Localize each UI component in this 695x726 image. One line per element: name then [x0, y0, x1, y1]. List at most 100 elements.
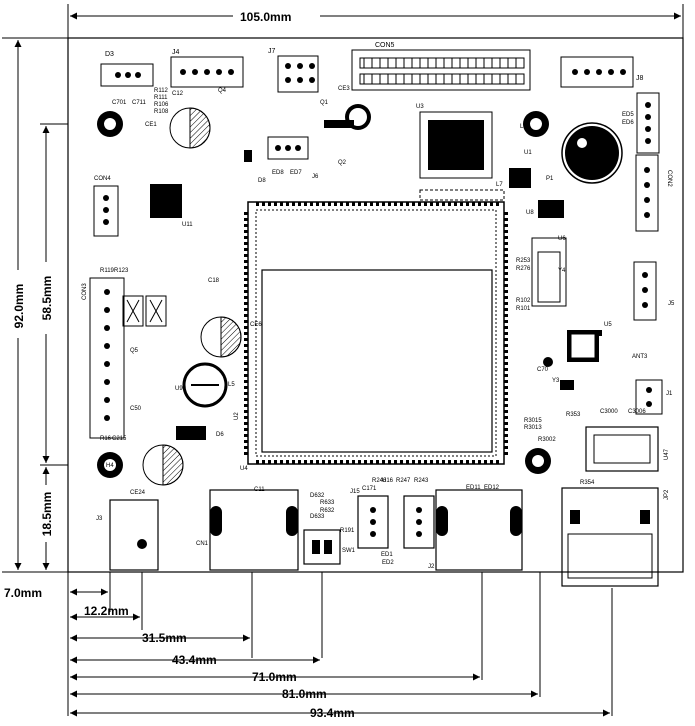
label-l7: L7 [496, 182, 503, 188]
label-r354: R354 [580, 480, 595, 486]
label-ce6: CE6 [250, 322, 262, 328]
label-d633: D633 [310, 514, 325, 520]
label-r3015: R3015 [524, 418, 542, 424]
label-j1: J1 [666, 391, 673, 397]
label-c50: C50 [130, 406, 142, 412]
label-c701: C701 [112, 100, 127, 106]
label-ed6: ED6 [622, 120, 634, 126]
soc-pins [244, 202, 508, 464]
label-h4: H4 [106, 463, 114, 469]
label-j6: J6 [312, 174, 319, 180]
label-r632: R632 [320, 508, 335, 514]
label-jp2: JP2 [664, 489, 670, 500]
label-r123: R123 [114, 268, 129, 274]
label-r353: R353 [566, 412, 581, 418]
label-u4: U4 [240, 466, 248, 472]
label-ce24: CE24 [130, 490, 146, 496]
dim-bottom-4: 71.0mm [252, 670, 297, 684]
label-ed1: ED1 [381, 552, 393, 558]
label-r191: R191 [340, 528, 355, 534]
label-r16: R16 [100, 436, 112, 442]
dimension-labels: 105.0mm 92.0mm 58.5mm 18.5mm 7.0mm 12.2m… [4, 8, 355, 720]
label-l5: L5 [228, 382, 235, 388]
label-r3013: R3013 [524, 425, 542, 431]
label-ce1: CE1 [145, 122, 157, 128]
label-j15: J15 [350, 489, 360, 495]
label-u5: U5 [604, 322, 612, 328]
u3-qfp [419, 111, 493, 179]
label-con4: CON4 [94, 176, 111, 182]
label-q1: Q1 [320, 100, 329, 106]
label-c11: C11 [254, 487, 265, 493]
label-q5: Q5 [130, 348, 139, 354]
label-u11: U11 [182, 222, 193, 228]
label-ant3: ANT3 [632, 354, 648, 360]
dim-upper-hole-offset: 58.5mm [40, 276, 54, 321]
label-p1: P1 [546, 176, 554, 182]
label-u1: U1 [524, 150, 532, 156]
label-q4: Q4 [218, 88, 227, 94]
label-d6: D6 [216, 432, 224, 438]
label-con5: CON5 [375, 42, 395, 49]
label-r111: R111 [154, 95, 168, 101]
label-u6: U6 [558, 236, 566, 242]
label-r633: R633 [320, 500, 335, 506]
label-j3: J3 [96, 516, 103, 522]
label-c12: C12 [172, 91, 184, 97]
label-d632: D632 [310, 493, 325, 499]
label-ed5: ED5 [622, 112, 634, 118]
label-c70: C70 [537, 367, 549, 373]
dim-bottom-5: 81.0mm [282, 687, 327, 701]
dim-lower-hole-offset: 18.5mm [40, 492, 54, 537]
label-u2: U2 [234, 412, 240, 420]
label-q2: Q2 [338, 160, 347, 166]
label-con3: CON3 [82, 283, 88, 300]
label-sw1: SW1 [342, 548, 356, 554]
u47-module [585, 426, 659, 472]
label-u3: U3 [416, 104, 424, 110]
label-u9: U9 [175, 386, 183, 392]
label-c3000: C3000 [600, 409, 618, 415]
label-ed12: ED12 [484, 485, 500, 491]
label-d8: D8 [258, 178, 266, 184]
label-j7: J7 [268, 48, 276, 55]
dim-bottom-1: 12.2mm [84, 604, 129, 618]
label-u16: U16 [382, 478, 394, 484]
label-ed2: ED2 [382, 560, 394, 566]
label-j8: J8 [636, 75, 644, 82]
label-r276: R276 [516, 266, 531, 272]
electrolytic-caps [142, 107, 623, 486]
dim-bottom-3: 43.4mm [172, 653, 217, 667]
dim-top-width: 105.0mm [240, 10, 291, 24]
u5-qfn [567, 330, 599, 362]
label-j5: J5 [668, 301, 675, 307]
label-r3002: R3002 [538, 437, 556, 443]
label-r247: R247 [396, 478, 411, 484]
label-y4: Y4 [558, 268, 566, 274]
label-r106: R106 [154, 102, 169, 108]
label-ce3: CE3 [338, 86, 350, 92]
label-r108: R108 [154, 109, 169, 115]
dim-bottom-0: 7.0mm [4, 586, 42, 600]
mounting-holes [97, 104, 551, 478]
bottom-connector-details [137, 506, 653, 579]
main-soc [247, 201, 505, 465]
label-u47: U47 [664, 448, 670, 460]
label-r112: R112 [154, 88, 169, 94]
label-l6: L6 [520, 124, 527, 130]
dimension-lines [2, 4, 684, 717]
label-j4: J4 [172, 49, 180, 56]
label-j2: J2 [428, 564, 435, 570]
misc-small-parts [182, 120, 602, 440]
label-r101: R101 [516, 306, 531, 312]
label-y3: Y3 [552, 378, 560, 384]
con5-pin-rows [359, 57, 525, 85]
label-ed11: ED11 [466, 485, 481, 491]
label-r253: R253 [516, 258, 531, 264]
label-c18: C18 [208, 278, 220, 284]
label-con2: CON2 [666, 170, 672, 187]
label-c711: C711 [132, 100, 147, 106]
dim-left-height: 92.0mm [12, 284, 26, 329]
label-r243: R243 [414, 478, 429, 484]
